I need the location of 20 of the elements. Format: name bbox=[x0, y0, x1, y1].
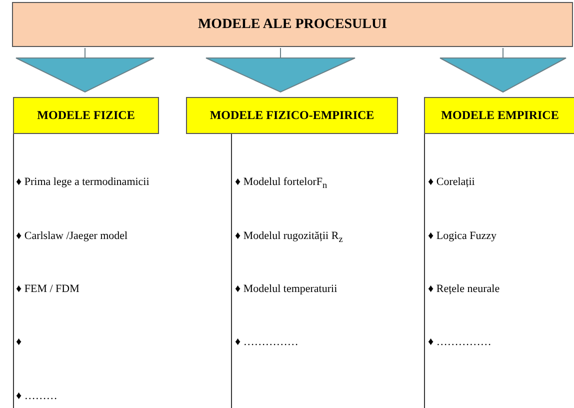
category-box: MODELE FIZICO-EMPIRICE bbox=[186, 97, 398, 134]
list-item: ♦ Corelații bbox=[428, 176, 475, 188]
list-item: ♦ Modelul fortelorF$_{n}$ bbox=[235, 176, 328, 190]
list-item: ♦ ……… bbox=[16, 390, 58, 402]
list-item: ♦ Modelul temperaturii bbox=[235, 283, 338, 295]
category-box: MODELE EMPIRICE bbox=[424, 97, 574, 134]
title-banner: MODELE ALE PROCESULUI bbox=[12, 2, 573, 47]
list-item: ♦ …………… bbox=[428, 336, 492, 348]
chevron-arrow bbox=[440, 48, 566, 92]
list-item: ♦ FEM / FDM bbox=[16, 283, 80, 295]
list-item: ♦ Carlslaw /Jaeger model bbox=[16, 230, 128, 242]
list-item: ♦ Modelul rugozității R$_{z}$ bbox=[235, 230, 343, 244]
list-item: ♦ Rețele neurale bbox=[428, 283, 500, 295]
list-item: ♦ Prima lege a termodinamicii bbox=[16, 176, 150, 188]
list-item: ♦ …………… bbox=[235, 336, 298, 348]
chevron-arrow bbox=[206, 48, 356, 92]
list-item: ♦ Logica Fuzzy bbox=[428, 230, 497, 242]
chevron-arrow bbox=[16, 48, 154, 92]
list-item: ♦ bbox=[16, 336, 22, 348]
category-box: MODELE FIZICE bbox=[13, 97, 159, 134]
